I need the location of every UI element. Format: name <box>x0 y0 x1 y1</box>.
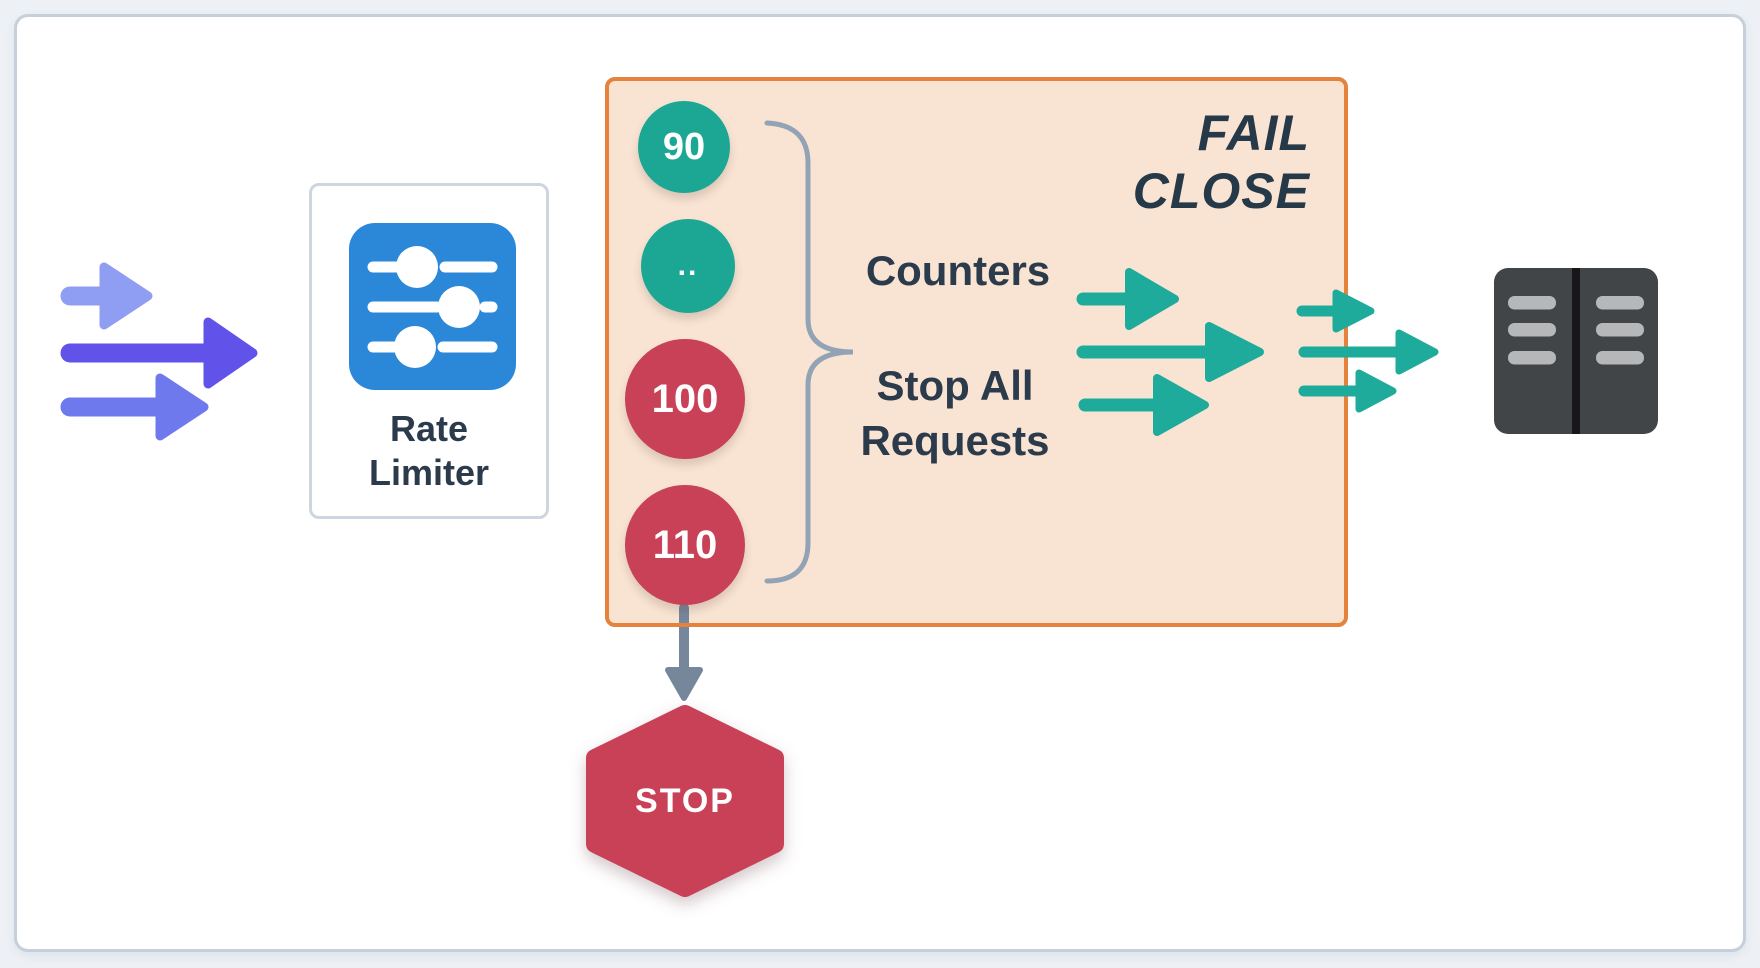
rate-limiter-label-line1: Rate <box>389 408 469 449</box>
stop-all-line2: Requests <box>860 417 1050 464</box>
sliders-icon <box>349 223 516 390</box>
counter-circle: .. <box>641 219 735 313</box>
outgoing-arrows-icon <box>1296 289 1439 413</box>
fail-close-border-segment <box>652 623 716 627</box>
rate-limiter-label: Rate Limiter <box>312 407 546 495</box>
rate-limiter-card: Rate Limiter <box>309 183 549 519</box>
rate-limiter-label-line2: Limiter <box>368 452 490 493</box>
curly-brace-icon <box>764 120 854 584</box>
stop-all-line1: Stop All <box>876 362 1034 409</box>
server-icon <box>1494 268 1658 434</box>
stop-all-requests-label: Stop All Requests <box>860 358 1049 468</box>
counter-circle: 110 <box>625 485 745 605</box>
stop-label: STOP <box>635 781 735 820</box>
counter-circle: 100 <box>625 339 745 459</box>
stop-hexagon <box>586 705 784 897</box>
fail-close-title: FAIL CLOSE <box>1132 105 1310 219</box>
down-arrow-icon <box>665 603 703 701</box>
counters-label: Counters <box>865 247 1051 294</box>
incoming-requests-arrows-icon <box>60 262 258 441</box>
forward-arrows-icon <box>1076 268 1264 436</box>
counter-circle: 90 <box>638 101 730 193</box>
